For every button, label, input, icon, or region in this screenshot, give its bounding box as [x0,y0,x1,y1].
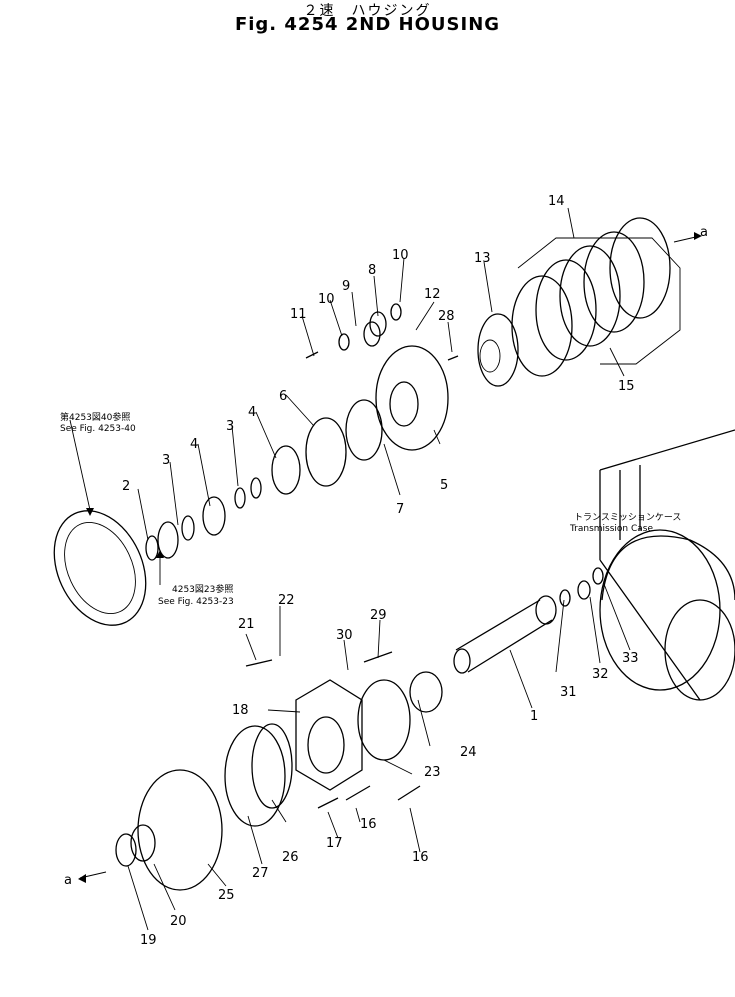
callout-32: 32 [592,667,609,682]
callout-16: 16 [412,850,429,865]
note-see-4253-23-jp: 4253図23参照 [172,583,233,595]
callout-26: 26 [282,850,299,865]
callout-3: 3 [226,419,234,434]
clutch-pack-part [511,217,681,377]
carrier-gear-part [305,303,459,451]
callout-labels: 1 2 3 3 4 4 5 6 7 8 9 10 10 11 12 13 14 … [122,194,639,948]
note-see-4253-40-jp: 第4253図40参照 [60,411,130,423]
callout-16: 16 [360,817,377,832]
small-rings-group [145,399,383,561]
callout-6: 6 [279,389,287,404]
callout-4: 4 [248,405,256,420]
transmission-case-drawing [599,429,735,701]
callout-18: 18 [232,703,249,718]
callout-25: 25 [218,888,235,903]
callout-31: 31 [560,685,577,700]
callout-14: 14 [548,194,565,209]
title-japanese: ２速 ハウジング [303,3,432,19]
callout-21: 21 [238,617,255,632]
callout-11: 11 [290,307,307,322]
callout-15: 15 [618,379,635,394]
figure-title: Fig. 4254 2ND HOUSING [234,14,501,35]
clutch-hub-part [477,313,519,387]
arrow-a-bottom-label: a [64,873,72,888]
callout-20: 20 [170,914,187,929]
callout-4: 4 [190,437,198,452]
callout-2: 2 [122,479,130,494]
note-transmission-case-jp: トランスミッションケース [574,512,681,523]
callout-33: 33 [622,651,639,666]
callout-10: 10 [318,292,335,307]
reference-notes: 第4253図40参照 See Fig. 4253-40 4253図23参照 Se… [60,225,708,888]
callout-7: 7 [396,502,404,517]
note-see-4253-23: See Fig. 4253-23 [158,597,234,607]
pump-housing-part [115,651,421,891]
callout-29: 29 [370,608,387,623]
note-see-4253-40: See Fig. 4253-40 [60,424,136,434]
shaft-part [409,567,604,713]
callout-27: 27 [252,866,269,881]
callout-23: 23 [424,765,441,780]
callout-10: 10 [392,248,409,263]
callout-8: 8 [368,263,376,278]
callout-24: 24 [460,745,477,760]
note-transmission-case: Transmission Case [569,524,653,534]
callout-3: 3 [162,453,170,468]
callout-19: 19 [140,933,157,948]
arrow-a-top-label: a [700,225,708,240]
callout-12: 12 [424,287,441,302]
callout-22: 22 [278,593,295,608]
callout-1: 1 [530,709,538,724]
leader-lines [69,207,702,931]
callout-13: 13 [474,251,491,266]
callout-17: 17 [326,836,343,851]
callout-5: 5 [440,478,448,493]
housing-plate-part [53,510,147,626]
callout-28: 28 [438,309,455,324]
callout-30: 30 [336,628,353,643]
callout-9: 9 [342,279,350,294]
